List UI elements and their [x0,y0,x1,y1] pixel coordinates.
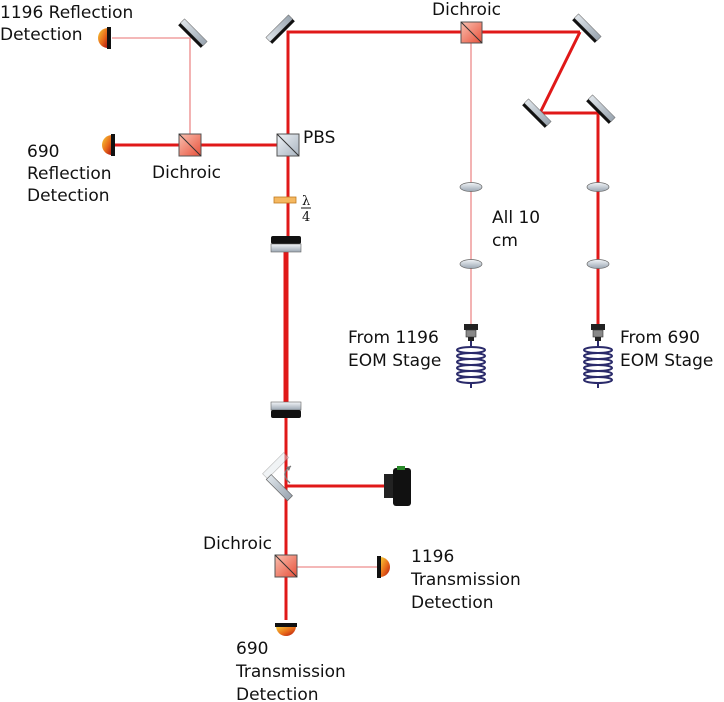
label-690-reflection-3: Detection [27,186,110,206]
detector-690-transmission [275,623,297,636]
flip-arrow-icon [286,466,291,471]
label-1196-transmission-2: Transmission [410,570,521,590]
fiber-coil-690 [583,341,613,388]
label-690-transmission-3: Detection [236,685,319,702]
label-690-transmission-2: Transmission [235,662,346,682]
label-690-transmission-1: 690 [236,639,268,659]
label-1196-transmission-3: Detection [411,593,494,613]
dichroic-cube-bottom [274,554,298,578]
camera [384,466,411,506]
label-from-1196-1: From 1196 [348,328,439,348]
mirror-top-right [572,13,602,43]
label-qwp-numerator: λ [302,194,310,209]
label-dichroic-top: Dichroic [432,0,501,20]
label-dichroic-bottom: Dichroic [203,534,272,554]
cavity-mirror-top [270,236,302,253]
beam-top-main [286,30,580,145]
label-pbs: PBS [303,128,335,148]
dichroic-cube-top [460,21,483,44]
mirror-zigzag-right [586,94,616,124]
label-from-1196-2: EOM Stage [348,351,441,371]
fiber-coupler-690 [591,324,605,341]
lens-1196-upper [459,182,483,192]
mirror-zigzag-left [522,98,552,128]
label-690-reflection-2: Reflection [27,164,112,184]
label-dichroic-left: Dichroic [152,163,221,183]
label-from-690-2: EOM Stage [620,351,713,371]
quarter-wave-plate [273,196,297,204]
label-1196-transmission-1: 1196 [411,547,454,567]
detector-1196-transmission [377,556,390,578]
mirror-top-left-1196 [178,18,208,48]
label-lens-note-1: All 10 [492,208,540,228]
label-qwp-denominator: 4 [302,210,310,225]
label-1196-reflection-2: Detection [0,25,83,45]
beam-1196-reflection [112,37,191,145]
beam-690-input [537,31,600,330]
lens-690-lower [586,259,610,269]
dichroic-cube-left [178,133,202,157]
label-lens-note-2: cm [492,231,518,251]
fiber-coupler-1196 [464,324,478,341]
fiber-coil-1196 [456,341,486,388]
mirror-top-left-main [265,14,295,44]
detector-1196-reflection [98,27,111,49]
label-1196-reflection-1: 1196 Reflection [0,3,133,23]
flip-mirror [262,452,293,502]
label-from-690-1: From 690 [620,328,700,348]
detector-690-reflection [102,134,115,156]
beam-paths [112,30,600,620]
beam-below-cavity [284,412,392,488]
lens-1196-lower [459,259,483,269]
lens-690-upper [586,182,610,192]
cavity-mirror-bottom [270,401,302,418]
pbs-cube [276,133,300,157]
label-690-reflection-1: 690 [27,142,59,162]
